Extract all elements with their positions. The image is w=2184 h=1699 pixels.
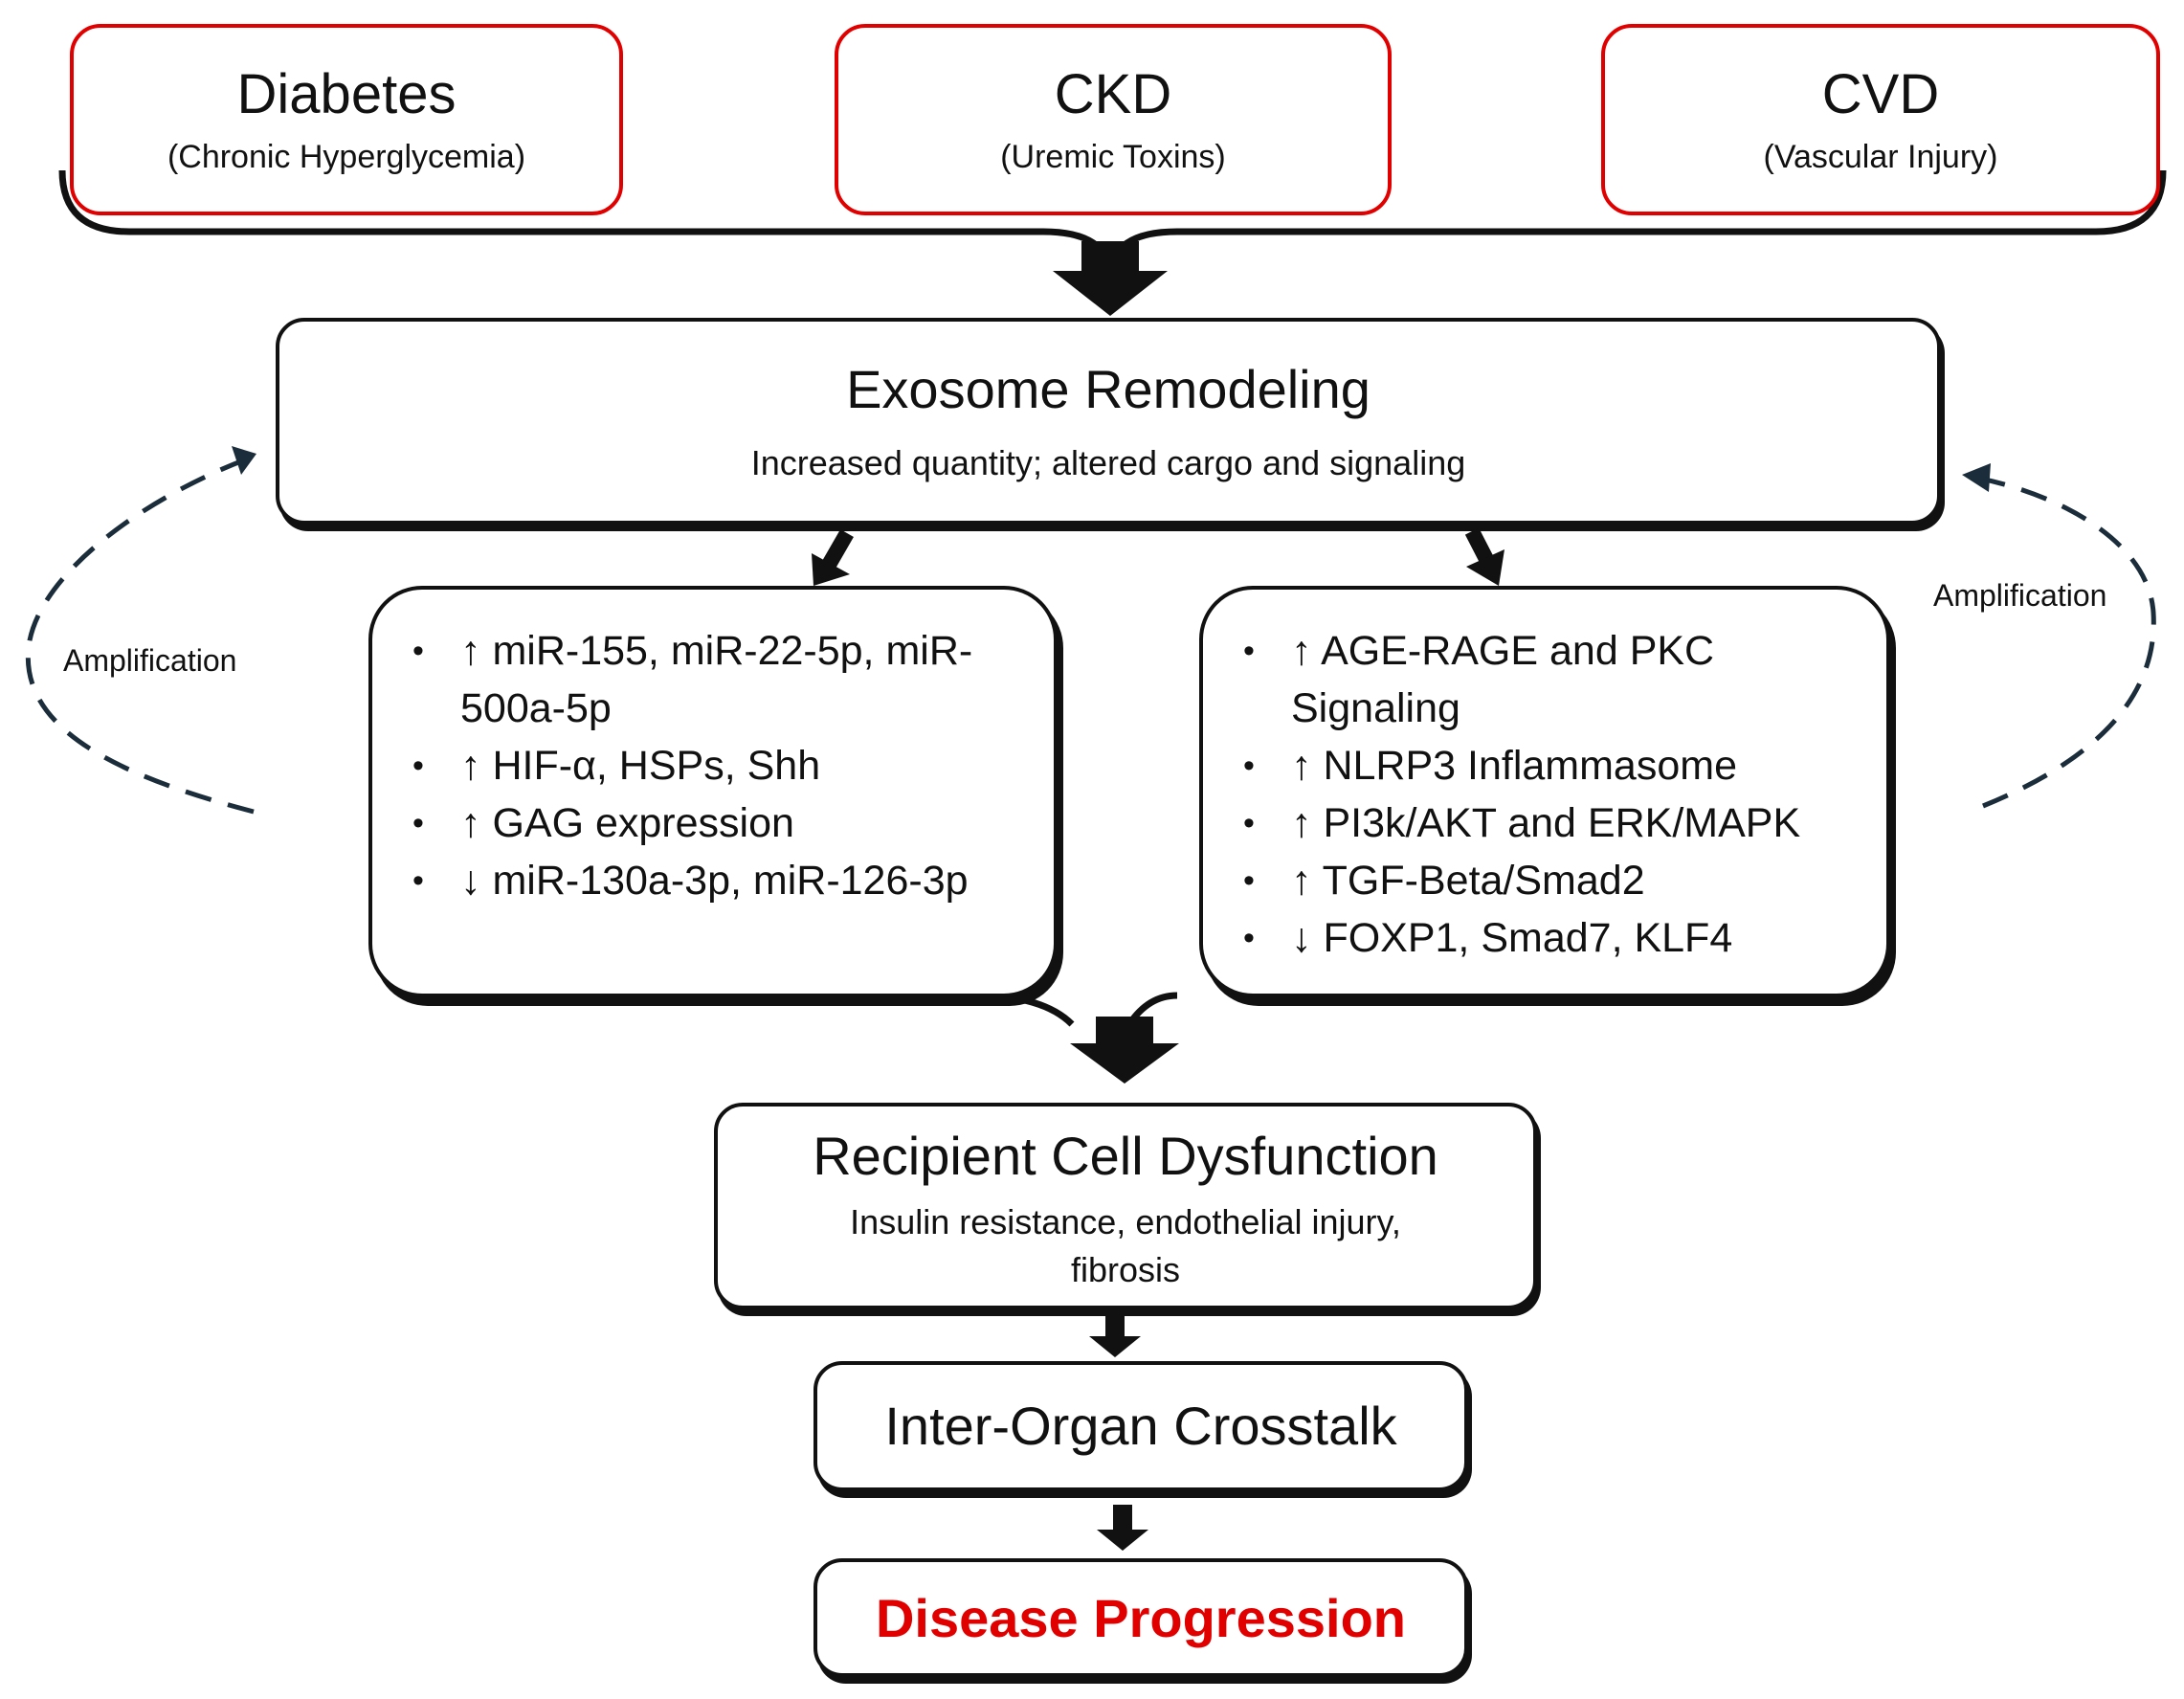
amplification-label-right: Amplification bbox=[1933, 578, 2107, 613]
cause-title: CKD bbox=[1054, 63, 1172, 125]
cause-subtitle: (Uremic Toxins) bbox=[1000, 138, 1226, 175]
crosstalk-title: Inter-Organ Crosstalk bbox=[884, 1396, 1397, 1456]
cause-diabetes: Diabetes (Chronic Hyperglycemia) bbox=[70, 24, 623, 215]
exosome-title: Exosome Remodeling bbox=[846, 359, 1371, 419]
arrow-to-right-list bbox=[1464, 527, 1504, 586]
exosome-subtitle: Increased quantity; altered cargo and si… bbox=[750, 443, 1466, 482]
arrow-to-recipient bbox=[1070, 1017, 1179, 1084]
list-item: ↓ miR-130a-3p, miR-126-3p bbox=[412, 852, 1025, 909]
amplification-arrowhead-left bbox=[232, 446, 256, 475]
cause-ckd: CKD (Uremic Toxins) bbox=[835, 24, 1392, 215]
arrow-to-disease bbox=[1097, 1505, 1148, 1551]
cause-subtitle: (Chronic Hyperglycemia) bbox=[167, 138, 526, 175]
amplification-loop-left bbox=[25, 455, 255, 815]
bottom-brace-left bbox=[975, 992, 1075, 1027]
arrow-to-crosstalk bbox=[1089, 1313, 1141, 1357]
disease-progression-box: Disease Progression bbox=[813, 1558, 1468, 1677]
amplification-loop-right bbox=[1971, 474, 2156, 809]
recipient-cell-dysfunction-box: Recipient Cell Dysfunction Insulin resis… bbox=[714, 1103, 1537, 1309]
list-item: ↓ FOXP1, Smad7, KLF4 bbox=[1243, 909, 1858, 967]
inter-organ-crosstalk-box: Inter-Organ Crosstalk bbox=[813, 1361, 1468, 1491]
right-signaling-list: ↑ AGE-RAGE and PKC Signaling ↑ NLRP3 Inf… bbox=[1199, 586, 1890, 997]
arrow-to-exosome bbox=[1053, 241, 1168, 316]
list-item: ↑ NLRP3 Inflammasome bbox=[1243, 737, 1858, 794]
arrow-to-left-list bbox=[812, 529, 854, 586]
cause-title: CVD bbox=[1821, 63, 1940, 125]
exosome-remodeling-box: Exosome Remodeling Increased quantity; a… bbox=[276, 318, 1941, 525]
list-item: ↑ PI3k/AKT and ERK/MAPK bbox=[1243, 794, 1858, 852]
cause-cvd: CVD (Vascular Injury) bbox=[1601, 24, 2160, 215]
recipient-subtitle: Insulin resistance, endothelial injury, … bbox=[850, 1202, 1401, 1290]
amplification-arrowhead-right bbox=[1962, 463, 1991, 492]
list-item: ↑ GAG expression bbox=[412, 794, 1025, 852]
left-cargo-list: ↑ miR-155, miR-22-5p, miR-500a-5p ↑ HIF-… bbox=[368, 586, 1058, 997]
list-item: ↑ HIF-α, HSPs, Shh bbox=[412, 737, 1025, 794]
disease-title: Disease Progression bbox=[875, 1588, 1407, 1648]
list-item: ↑ TGF-Beta/Smad2 bbox=[1243, 852, 1858, 909]
list-item: ↑ miR-155, miR-22-5p, miR-500a-5p bbox=[412, 622, 1025, 737]
recipient-title: Recipient Cell Dysfunction bbox=[813, 1126, 1438, 1186]
cause-title: Diabetes bbox=[236, 63, 457, 125]
cause-subtitle: (Vascular Injury) bbox=[1763, 138, 1998, 175]
list-item: ↑ AGE-RAGE and PKC Signaling bbox=[1243, 622, 1858, 737]
amplification-label-left: Amplification bbox=[63, 643, 237, 678]
